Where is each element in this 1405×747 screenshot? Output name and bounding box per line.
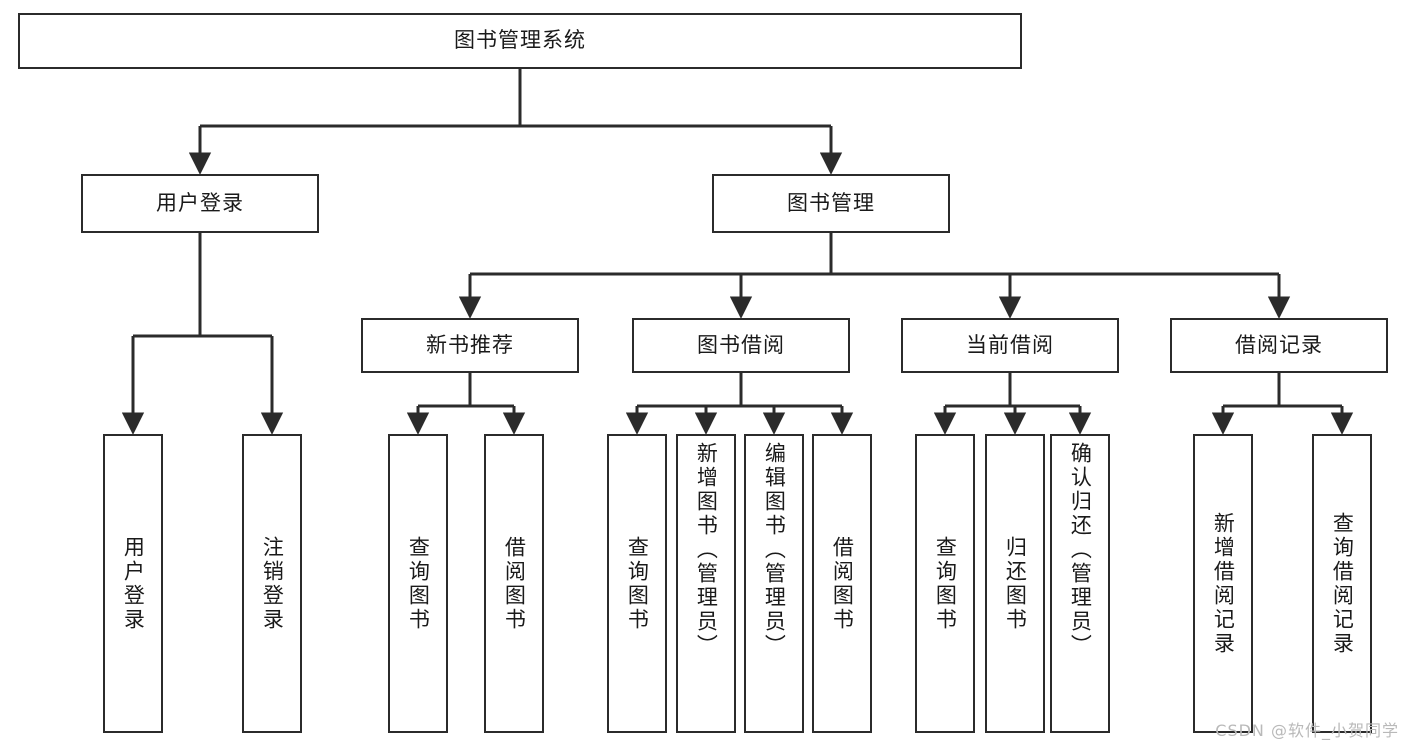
node-leaf-query-book-1[interactable]: 查询图书 (388, 434, 448, 733)
node-root-label: 图书管理系统 (454, 28, 586, 53)
node-new-book-recommend-label: 新书推荐 (426, 332, 514, 357)
node-leaf-query-book-3[interactable]: 查询图书 (915, 434, 975, 733)
node-borrow-record[interactable]: 借阅记录 (1170, 318, 1388, 373)
node-leaf-borrow-book-2[interactable]: 借阅图书 (812, 434, 872, 733)
node-leaf-borrow-book-1[interactable]: 借阅图书 (484, 434, 544, 733)
node-leaf-user-login[interactable]: 用户登录 (103, 434, 163, 733)
node-leaf-edit-book-admin-label: 编辑图书（管理员） (762, 442, 787, 658)
node-leaf-query-book-2-label: 查询图书 (625, 535, 650, 632)
node-leaf-return-book[interactable]: 归还图书 (985, 434, 1045, 733)
node-leaf-add-borrow-record-label: 新增借阅记录 (1211, 511, 1236, 656)
node-leaf-confirm-return-admin-label: 确认归还（管理员） (1068, 442, 1093, 658)
node-current-borrow[interactable]: 当前借阅 (901, 318, 1119, 373)
node-new-book-recommend[interactable]: 新书推荐 (361, 318, 579, 373)
node-book-borrow[interactable]: 图书借阅 (632, 318, 850, 373)
node-leaf-query-book-3-label: 查询图书 (933, 535, 958, 632)
node-current-borrow-label: 当前借阅 (966, 332, 1054, 357)
node-leaf-add-borrow-record[interactable]: 新增借阅记录 (1193, 434, 1253, 733)
node-leaf-query-borrow-record-label: 查询借阅记录 (1330, 511, 1355, 656)
node-leaf-add-book-admin-label: 新增图书（管理员） (694, 442, 719, 658)
node-leaf-user-login-label: 用户登录 (121, 535, 146, 632)
node-book-manage-label: 图书管理 (787, 190, 875, 215)
node-leaf-add-book-admin[interactable]: 新增图书（管理员） (676, 434, 736, 733)
node-book-borrow-label: 图书借阅 (697, 332, 785, 357)
node-leaf-user-logout[interactable]: 注销登录 (242, 434, 302, 733)
node-leaf-query-book-2[interactable]: 查询图书 (607, 434, 667, 733)
node-leaf-borrow-book-2-label: 借阅图书 (830, 535, 855, 632)
node-leaf-edit-book-admin[interactable]: 编辑图书（管理员） (744, 434, 804, 733)
node-user-login[interactable]: 用户登录 (81, 174, 319, 233)
node-leaf-return-book-label: 归还图书 (1003, 535, 1028, 632)
node-book-manage[interactable]: 图书管理 (712, 174, 950, 233)
csdn-watermark: CSDN @软件_小贺同学 (1215, 721, 1399, 740)
node-leaf-query-borrow-record[interactable]: 查询借阅记录 (1312, 434, 1372, 733)
node-leaf-user-logout-label: 注销登录 (260, 535, 285, 632)
node-borrow-record-label: 借阅记录 (1235, 332, 1323, 357)
node-leaf-query-book-1-label: 查询图书 (406, 535, 431, 632)
node-user-login-label: 用户登录 (156, 190, 244, 215)
node-root[interactable]: 图书管理系统 (18, 13, 1022, 69)
node-leaf-confirm-return-admin[interactable]: 确认归还（管理员） (1050, 434, 1110, 733)
node-leaf-borrow-book-1-label: 借阅图书 (502, 535, 527, 632)
